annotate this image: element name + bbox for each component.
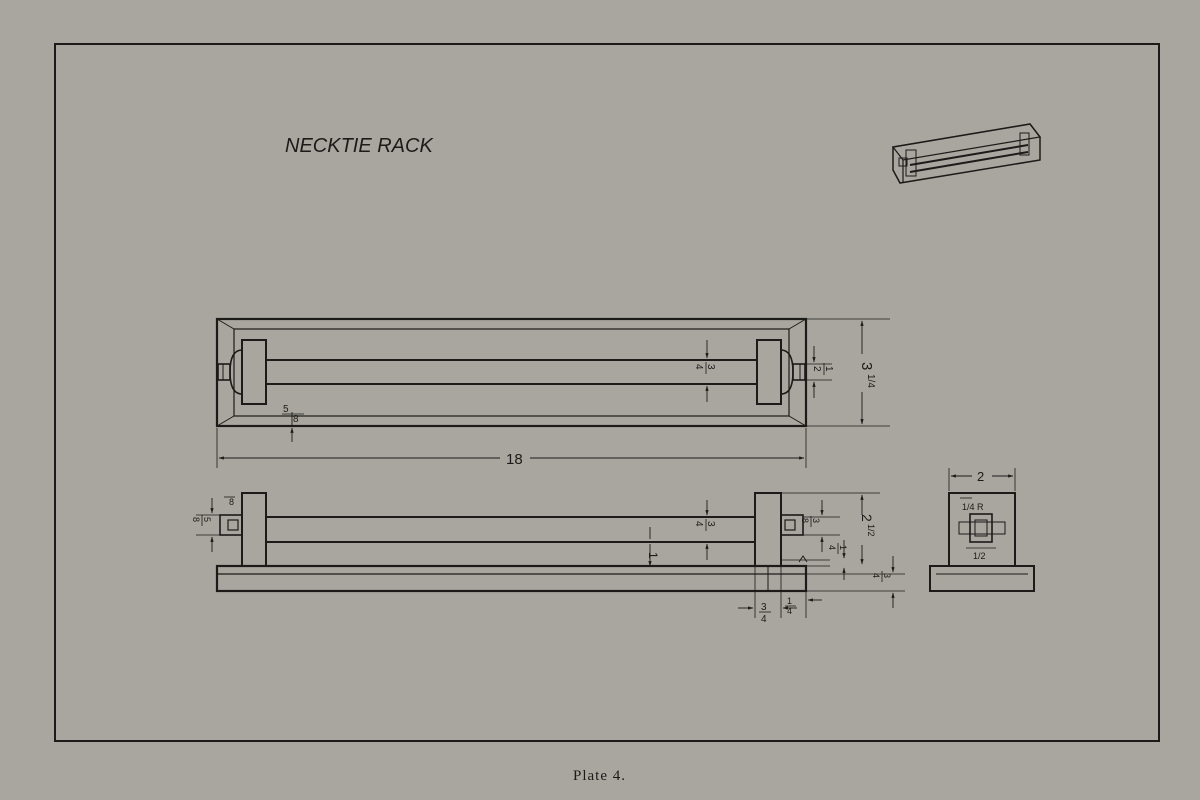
overall-length: 18 xyxy=(506,451,523,468)
front-base-gap-den: 4 xyxy=(827,545,837,550)
top-view xyxy=(215,317,808,428)
front-bottom2-num: 1 xyxy=(787,596,792,606)
front-rod-num: 3 xyxy=(705,521,716,527)
top-rod-num: 3 xyxy=(705,364,716,370)
front-peg-den: 8 xyxy=(800,518,810,523)
drawing-title: NECKTIE RACK xyxy=(285,135,434,157)
front-rod-den: 4 xyxy=(693,521,704,527)
front-view-dimensions: 5 8 8 3 4 1 3 8 xyxy=(191,492,905,625)
front-base-thick-num: 3 xyxy=(882,573,892,578)
front-total-height-whole: 2 xyxy=(859,514,875,522)
front-peg-num: 3 xyxy=(811,518,821,523)
length-dimension: 18 xyxy=(216,428,807,468)
front-base-thick-den: 4 xyxy=(871,573,881,578)
top-view-dimensions: 3 1/4 1 2 3 4 5 8 xyxy=(282,318,890,442)
front-bottom2-den: 4 xyxy=(787,606,792,616)
front-peg-left-num: 5 xyxy=(202,517,212,522)
end-width: 2 xyxy=(977,469,984,484)
front-bottom-den: 4 xyxy=(761,614,767,625)
top-inset-den: 8 xyxy=(293,414,299,425)
plate-caption: Plate 4. xyxy=(573,768,626,784)
end-view xyxy=(929,492,1035,592)
top-peg-num: 1 xyxy=(823,366,834,372)
top-width-whole: 3 xyxy=(858,362,875,370)
end-detail-top: 1/4 R xyxy=(962,502,984,512)
svg-text:8: 8 xyxy=(229,497,234,507)
top-inset-num: 5 xyxy=(283,404,289,415)
end-view-dimensions: 2 1/4 R 1/2 xyxy=(948,468,1016,561)
end-detail-bottom: 1/2 xyxy=(973,551,986,561)
drawing-border xyxy=(54,43,1160,742)
top-width-frac: 1/4 xyxy=(865,374,876,388)
isometric-sketch xyxy=(891,123,1042,184)
top-peg-den: 2 xyxy=(811,366,822,372)
front-peg-left-den: 8 xyxy=(191,517,201,522)
front-rod-height: 1 xyxy=(646,552,660,559)
front-bottom-num: 3 xyxy=(761,602,767,613)
top-rod-den: 4 xyxy=(693,364,704,370)
front-total-height-frac: 1/2 xyxy=(866,524,876,537)
front-view xyxy=(215,492,808,593)
front-base-gap-num: 1 xyxy=(838,545,848,550)
